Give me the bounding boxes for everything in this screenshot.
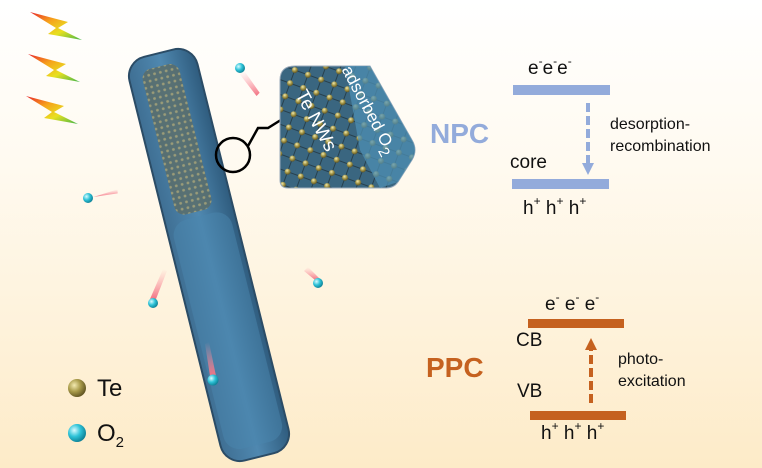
npc-title: NPC bbox=[430, 118, 490, 149]
ppc-process-label: photo- excitation bbox=[618, 349, 686, 393]
o2-molecules bbox=[83, 63, 323, 386]
ppc-cb-label: CB bbox=[516, 330, 543, 351]
npc-holes: h+ h+ h+ bbox=[523, 194, 587, 219]
zoom-connector bbox=[246, 116, 285, 147]
light-bolt-icon bbox=[26, 12, 82, 124]
ppc-holes: h+ h+ h+ bbox=[541, 419, 605, 444]
ppc-vb-level bbox=[530, 411, 626, 420]
npc-process-line1: desorption- bbox=[610, 116, 691, 133]
ppc-title: PPC bbox=[426, 352, 484, 383]
npc-process-line2: recombination bbox=[610, 138, 711, 155]
npc-arrow-head bbox=[582, 163, 594, 175]
npc-core-label: core bbox=[510, 152, 547, 173]
zoom-circle bbox=[214, 136, 252, 174]
ppc-electrons: e- e- e- bbox=[545, 290, 600, 315]
npc-core-level bbox=[512, 179, 609, 189]
te-legend-icon bbox=[68, 379, 86, 397]
ppc-process-line2: excitation bbox=[618, 373, 686, 390]
legend-te-label: Te bbox=[97, 375, 123, 402]
ppc-arrow-head bbox=[585, 338, 597, 350]
o2-legend-icon bbox=[68, 424, 86, 442]
npc-process-label: desorption- recombination bbox=[610, 114, 711, 158]
npc-electrons: e-e-e- bbox=[528, 54, 572, 79]
ppc-cb-level bbox=[528, 319, 624, 328]
legend-o2-text: O bbox=[97, 420, 116, 447]
te-nanowire bbox=[127, 47, 291, 463]
ppc-process-line1: photo- bbox=[618, 351, 664, 368]
inset-lattice bbox=[279, 65, 416, 189]
legend-o2-label: O2 bbox=[97, 420, 125, 451]
ppc-vb-label: VB bbox=[517, 381, 543, 402]
legend-o2-sub: 2 bbox=[115, 434, 125, 451]
npc-top-level bbox=[513, 85, 610, 95]
